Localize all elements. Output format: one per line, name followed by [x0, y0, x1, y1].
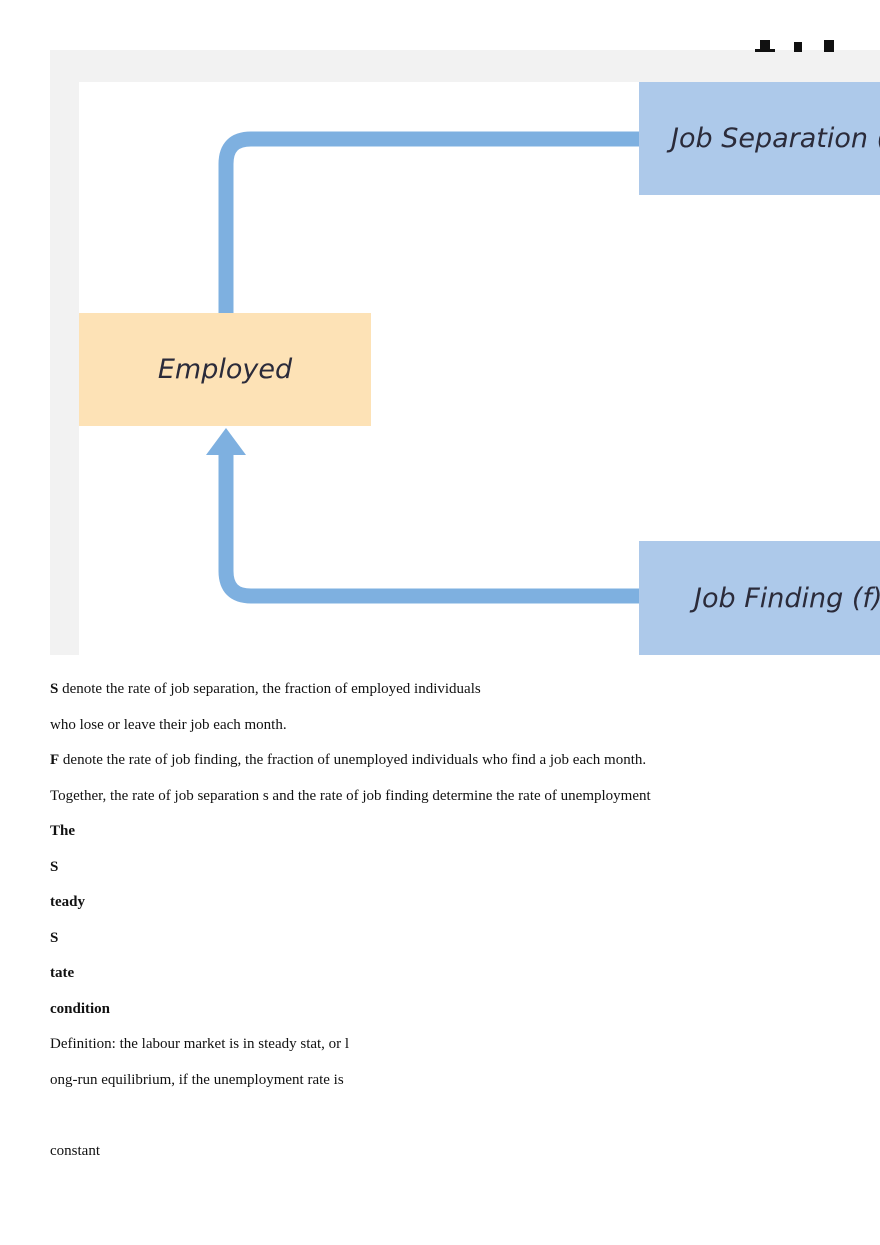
finding-description: denote the rate of job finding, the frac…	[59, 752, 647, 768]
separation-rate-line: S denote the rate of job separation, the…	[50, 672, 850, 708]
definition-line-2: ong-run equilibrium, if the unemployment…	[50, 1071, 344, 1088]
heading-part-the: The	[50, 823, 76, 839]
finding-rate-line: F denote the rate of job finding, the fr…	[50, 743, 850, 779]
separation-description: denote the rate of job separation, the f…	[58, 681, 481, 697]
separation-symbol: S	[50, 681, 59, 697]
heading-part-teady: teady	[50, 894, 85, 910]
separation-rate-line-cont: who lose or leave their job each month.	[50, 716, 287, 733]
flow-arrows	[206, 131, 639, 604]
heading-part-s2: S	[50, 929, 59, 946]
body-text: S denote the rate of job separation, the…	[50, 672, 850, 1169]
job-finding-node: Job Finding (f)	[639, 541, 880, 655]
heading-part-tate: tate	[50, 965, 75, 981]
job-separation-node: Job Separation (s	[639, 82, 880, 195]
job-separation-label: Job Separation (s	[671, 123, 880, 154]
heading-part-condition: condition	[50, 1000, 111, 1017]
separation-to-employed-line	[218, 131, 639, 313]
heading-part-s1: S	[50, 858, 59, 875]
arrowhead-into-employed	[206, 428, 246, 455]
flow-diagram-figure: Employed Job Separation (s Job Finding (…	[50, 50, 880, 655]
finding-to-employed-line	[218, 454, 639, 604]
job-finding-label: Job Finding (f)	[694, 582, 880, 614]
finding-symbol: F	[50, 752, 60, 768]
flow-diagram-canvas: Employed Job Separation (s Job Finding (…	[79, 82, 880, 655]
clipped-heading-fragment	[752, 32, 842, 52]
definition-line-1: Definition: the labour market is in stea…	[50, 1036, 350, 1052]
employed-node: Employed	[79, 313, 371, 426]
definition-line-3: constant	[50, 1142, 100, 1159]
employed-label: Employed	[157, 354, 293, 385]
together-line: Together, the rate of job separation s a…	[50, 787, 651, 804]
